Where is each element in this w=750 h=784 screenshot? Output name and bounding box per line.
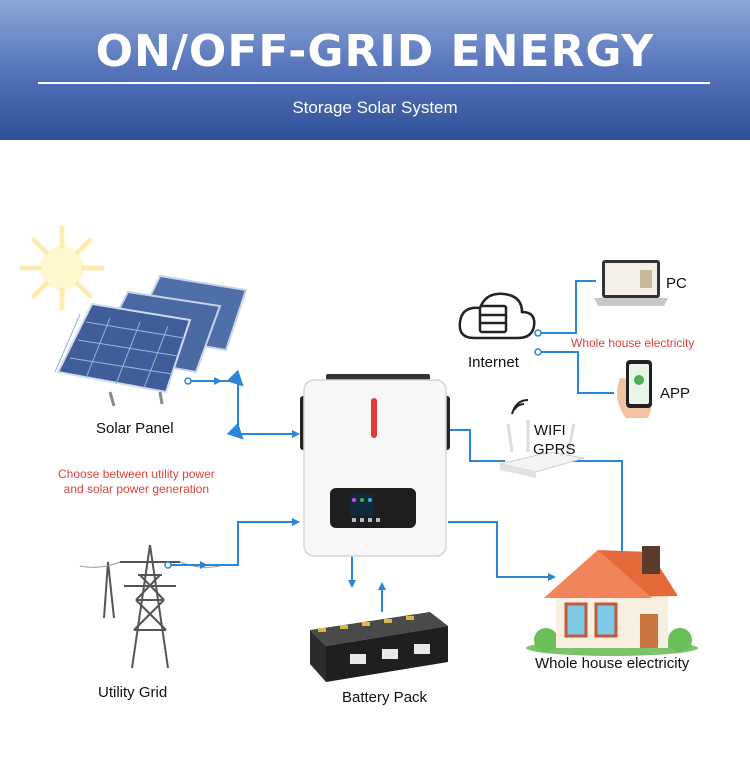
- solar-panel-icon: [54, 274, 248, 407]
- sun-icon: [19, 225, 105, 311]
- wifi-label: WIFI: [534, 422, 566, 439]
- wifi-signal-icon: [511, 399, 529, 415]
- house-icon: [526, 546, 698, 656]
- cloud-server-icon: [458, 292, 536, 340]
- power-choice-note: Choose between utility power and solar p…: [58, 467, 215, 497]
- power-choice-note-line1: Choose between utility power: [58, 467, 215, 481]
- power-choice-note-line2: and solar power generation: [63, 482, 210, 496]
- app-label: APP: [660, 385, 691, 402]
- whole-house-note: Whole house electricity: [571, 336, 695, 350]
- internet-label: Internet: [468, 354, 519, 371]
- header-banner: ON/OFF-GRID ENERGY Storage Solar System: [0, 0, 750, 140]
- page-title: ON/OFF-GRID ENERGY: [95, 26, 655, 77]
- solar-panel-label: Solar Panel: [96, 420, 174, 437]
- house-label: Whole house electricity: [535, 655, 690, 672]
- connector-lines: [168, 280, 623, 612]
- inverter-icon: [300, 374, 450, 557]
- utility-grid-label: Utility Grid: [98, 684, 168, 701]
- page-subtitle: Storage Solar System: [292, 98, 458, 117]
- title-divider: [38, 82, 710, 84]
- flow-arrows: [200, 377, 556, 590]
- gprs-label: GPRS: [533, 441, 576, 458]
- battery-pack-label: Battery Pack: [342, 689, 428, 706]
- utility-tower-icon: [79, 544, 221, 669]
- pc-label: PC: [666, 275, 687, 292]
- battery-pack-icon: [310, 612, 448, 682]
- router-icon: [499, 420, 585, 478]
- laptop-icon: [594, 260, 668, 306]
- phone-app-icon: [617, 360, 652, 418]
